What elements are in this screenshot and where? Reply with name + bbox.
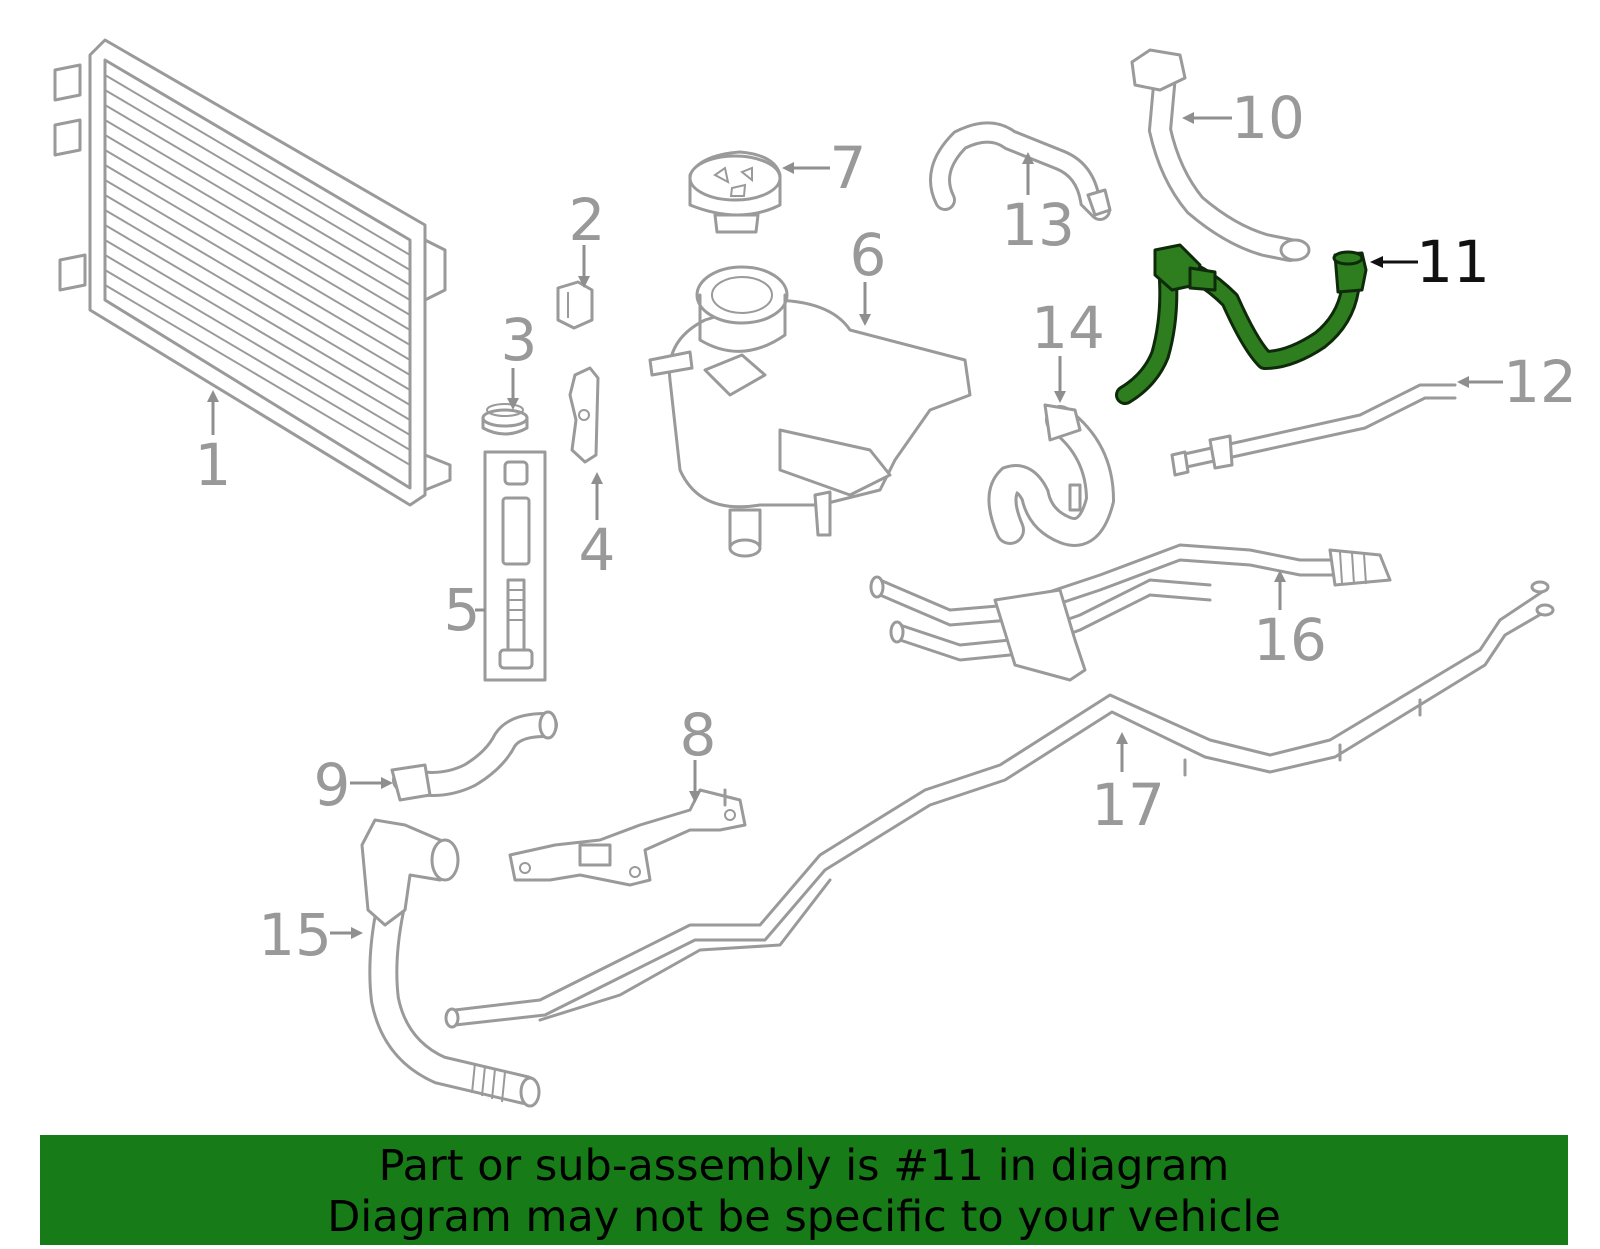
callout-7: 7 xyxy=(782,134,866,202)
callout-12: 12 xyxy=(1457,348,1577,416)
svg-text:1: 1 xyxy=(195,431,232,499)
part-17-tube[interactable] xyxy=(444,580,1555,1029)
part-8-bracket[interactable] xyxy=(508,788,747,887)
part-11-hose-highlighted[interactable] xyxy=(1115,243,1368,405)
svg-text:12: 12 xyxy=(1503,348,1577,416)
svg-text:6: 6 xyxy=(850,221,887,289)
callout-4: 4 xyxy=(579,472,616,584)
svg-text:10: 10 xyxy=(1231,84,1305,152)
part-14-hose[interactable] xyxy=(987,403,1116,547)
part-13-hose[interactable] xyxy=(929,121,1112,221)
part-5-bolt-kit[interactable] xyxy=(483,450,547,682)
callout-14: 14 xyxy=(1031,294,1105,403)
banner-line-2: Diagram may not be specific to your vehi… xyxy=(327,1192,1281,1242)
callout-6: 6 xyxy=(850,221,887,326)
svg-text:13: 13 xyxy=(1001,191,1075,259)
callout-15: 15 xyxy=(258,901,363,969)
callout-8: 8 xyxy=(680,701,717,803)
part-1-radiator[interactable] xyxy=(53,38,452,507)
part-7-cap[interactable] xyxy=(688,150,782,234)
part-2-clip[interactable] xyxy=(556,280,594,330)
part-16-pipe-assembly[interactable] xyxy=(869,543,1392,682)
svg-text:2: 2 xyxy=(569,186,606,254)
part-3-grommet[interactable] xyxy=(481,403,529,436)
svg-text:4: 4 xyxy=(579,516,616,584)
svg-text:17: 17 xyxy=(1091,771,1165,839)
part-6-expansion-tank[interactable] xyxy=(648,265,972,558)
svg-text:14: 14 xyxy=(1031,294,1105,362)
info-banner: Part or sub-assembly is #11 in diagram D… xyxy=(40,1135,1568,1245)
svg-text:5: 5 xyxy=(444,576,481,644)
svg-text:7: 7 xyxy=(830,134,867,202)
callout-10: 10 xyxy=(1182,84,1305,152)
part-9-hose[interactable] xyxy=(390,710,558,802)
parts-diagram: 1 2 3 4 5 6 7 8 9 10 xyxy=(53,38,1577,1108)
callout-5: 5 xyxy=(444,576,485,644)
callout-11: 11 xyxy=(1370,228,1490,296)
part-4-bracket[interactable] xyxy=(568,366,600,464)
banner-line-1: Part or sub-assembly is #11 in diagram xyxy=(378,1141,1230,1191)
callout-17: 17 xyxy=(1091,732,1165,839)
svg-text:11: 11 xyxy=(1416,228,1490,296)
part-12-tube[interactable] xyxy=(1170,383,1457,477)
svg-text:3: 3 xyxy=(501,306,538,374)
part-15-hose[interactable] xyxy=(360,818,541,1108)
callout-1: 1 xyxy=(195,390,232,499)
svg-text:15: 15 xyxy=(258,901,332,969)
svg-text:9: 9 xyxy=(314,751,351,819)
callout-3: 3 xyxy=(501,306,538,410)
part-10-hose[interactable] xyxy=(1130,48,1311,262)
callout-13: 13 xyxy=(1001,152,1075,259)
callout-2: 2 xyxy=(569,186,606,288)
callout-9: 9 xyxy=(314,751,393,819)
svg-text:8: 8 xyxy=(680,701,717,769)
svg-text:16: 16 xyxy=(1253,606,1327,674)
callout-16: 16 xyxy=(1253,570,1327,674)
